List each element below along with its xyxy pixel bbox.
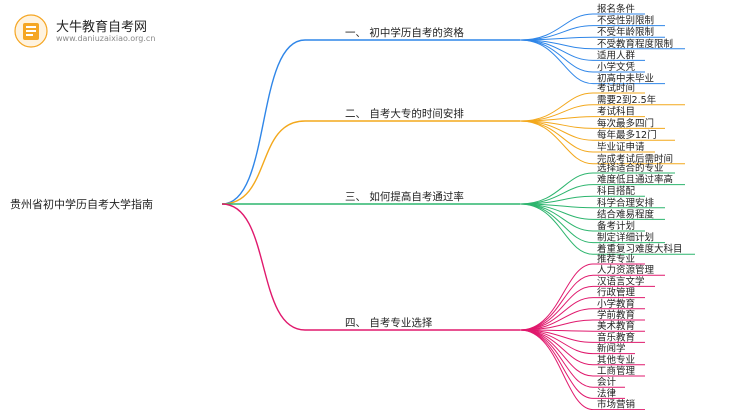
leaf-link — [519, 203, 594, 220]
leaf-label: 着重复习难度大科目 — [597, 243, 683, 255]
leaf-label: 选择适合的专业 — [597, 162, 664, 174]
leaf-label: 备考计划 — [597, 220, 635, 232]
leaf-label: 考试时间 — [597, 82, 635, 94]
leaf-label: 会计 — [597, 376, 617, 388]
leaf-label: 音乐教育 — [597, 331, 635, 343]
leaf-link — [519, 39, 594, 85]
leaf-link — [519, 308, 594, 331]
leaf-label: 难度低且通过率高 — [597, 174, 673, 186]
leaf-label: 新闻学 — [597, 343, 626, 355]
leaf-link — [519, 104, 594, 122]
leaf-label: 初高中未毕业 — [597, 73, 654, 85]
leaf-label: 行政管理 — [597, 287, 636, 299]
leaf-label: 人力资源管理 — [597, 264, 655, 276]
branch-label-4: 四、 自考专业选择 — [345, 316, 433, 329]
leaf-label: 美术教育 — [597, 320, 635, 332]
leaf-label: 小学文凭 — [597, 61, 636, 73]
leaf-link — [519, 172, 594, 205]
leaf-label: 每年最多12门 — [597, 129, 657, 141]
leaf-label: 科学合理安排 — [597, 197, 655, 209]
leaf-label: 制定详细计划 — [597, 232, 654, 244]
branch-label-1: 一、 初中学历自考的资格 — [345, 26, 464, 39]
leaf-link — [519, 263, 594, 331]
leaf-link — [519, 203, 594, 255]
leaf-label: 毕业证申请 — [597, 141, 645, 153]
leaf-label: 推荐专业 — [597, 253, 635, 265]
leaf-link — [519, 120, 594, 165]
leaf-label: 汉语言文学 — [597, 275, 645, 287]
leaf-link — [519, 297, 594, 331]
mindmap-branches: 一、 初中学历自考的资格 报名条件不受性别限制不受年龄限制不受教育程度限制适用人群… — [345, 3, 683, 410]
leaf-link — [519, 13, 594, 41]
leaf-label: 考试科目 — [597, 106, 635, 118]
book-icon — [14, 14, 48, 48]
leaf-label: 不受性别限制 — [597, 15, 654, 27]
leaf-label: 不受年龄限制 — [597, 26, 654, 38]
leaf-label: 工商管理 — [597, 365, 636, 377]
leaf-link — [519, 329, 594, 410]
leaf-link — [519, 39, 594, 73]
leaf-label: 学前教育 — [597, 309, 635, 321]
leaf-label: 法律 — [597, 387, 617, 399]
leaf-label: 其他专业 — [597, 354, 635, 366]
leaf-label: 适用人群 — [597, 49, 636, 61]
leaf-label: 市场营销 — [597, 399, 636, 410]
leaf-label: 科目搭配 — [597, 185, 636, 197]
mindmap-links — [221, 13, 695, 410]
leaf-label: 需要2到2.5年 — [597, 94, 657, 106]
leaf-label: 完成考试后需时间 — [597, 153, 673, 165]
branch-link-2 — [221, 120, 306, 205]
leaf-label: 不受教育程度限制 — [597, 38, 673, 50]
leaf-link — [519, 329, 594, 399]
branch-label-3: 三、 如何提高自考通过率 — [345, 190, 464, 203]
branch-link-1 — [221, 39, 306, 205]
leaf-link — [519, 329, 594, 388]
leaf-link — [519, 36, 594, 41]
leaf-link — [519, 274, 594, 331]
branch-link-4 — [221, 203, 306, 331]
leaf-link — [519, 120, 594, 153]
leaf-label: 每次最多四门 — [597, 117, 654, 129]
site-logo: 大牛教育自考网 www.daniuzaixiao.org.cn — [14, 14, 264, 50]
leaf-link — [519, 203, 594, 232]
site-title: 大牛教育自考网 — [56, 20, 148, 35]
site-url: www.daniuzaixiao.org.cn — [56, 34, 156, 43]
leaf-label: 结合难易程度 — [597, 208, 655, 220]
root-topic: 贵州省初中学历自考大学指南 — [10, 197, 153, 211]
branch-label-2: 二、 自考大专的时间安排 — [345, 107, 464, 120]
leaf-label: 小学教育 — [597, 298, 635, 310]
leaf-label: 报名条件 — [597, 3, 636, 15]
